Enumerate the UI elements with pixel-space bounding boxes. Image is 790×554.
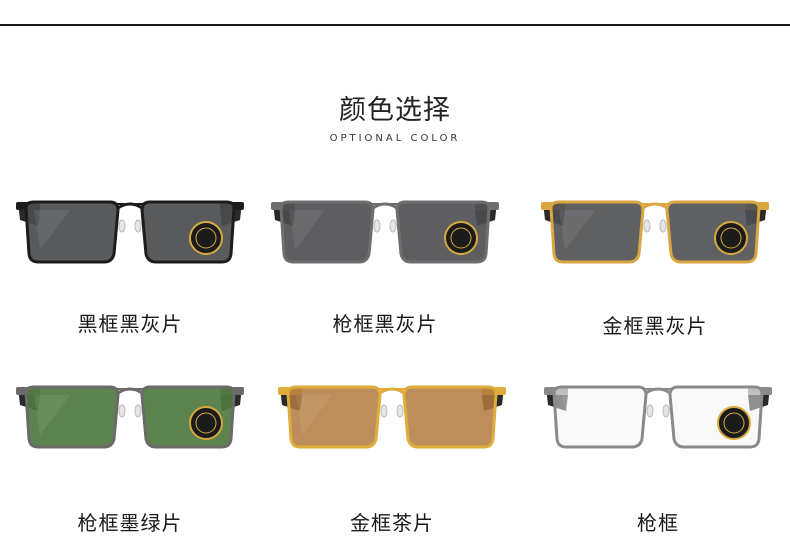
left-nose-pad (643, 219, 651, 233)
brand-sticker (714, 221, 748, 255)
left-lens (288, 387, 380, 447)
product-label-1: 枪框黑灰片 (332, 312, 438, 336)
left-sheen (289, 210, 325, 250)
left-nose-pad (646, 404, 654, 418)
sunglasses-image-5 (544, 385, 772, 449)
brand-sticker-ring (195, 412, 217, 434)
brand-sticker (189, 406, 223, 440)
left-nose-pad (373, 219, 381, 233)
left-sheen (34, 395, 70, 435)
brand-sticker (717, 406, 751, 440)
left-rim (552, 385, 648, 449)
right-rim (665, 200, 761, 264)
left-nose-pad (118, 219, 126, 233)
sunglasses-image-0 (16, 200, 244, 264)
top-divider (0, 24, 790, 26)
sunglasses-image-4 (278, 385, 506, 449)
left-lens (26, 387, 118, 447)
left-lens (554, 387, 646, 447)
right-lens (404, 387, 496, 447)
right-nose-pad (134, 219, 142, 233)
right-rim (402, 385, 498, 449)
left-sheen (559, 210, 595, 250)
brand-sticker-ring (450, 227, 472, 249)
product-label-2: 金框黑灰片 (602, 314, 708, 338)
left-lens (281, 202, 373, 262)
left-rim (279, 200, 375, 264)
left-sheen (562, 395, 598, 435)
product-card-1[interactable]: 枪框黑灰片 (265, 180, 505, 340)
brand-sticker-ring (723, 412, 745, 434)
product-card-2[interactable]: 金框黑灰片 (535, 180, 775, 340)
left-rim (549, 200, 645, 264)
product-label-5: 枪框 (637, 511, 679, 535)
section-subtitle: OPTIONAL COLOR (329, 133, 461, 144)
sunglasses-image-2 (541, 200, 769, 264)
right-rim (140, 200, 236, 264)
product-label-3: 枪框墨绿片 (77, 511, 183, 535)
section-title: 颜色选择 (339, 95, 451, 126)
brand-sticker (444, 221, 478, 255)
brand-sticker-ring (195, 227, 217, 249)
left-rim (24, 200, 120, 264)
product-card-0[interactable]: 黑框黑灰片 (10, 180, 250, 340)
left-rim (24, 385, 120, 449)
product-label-4: 金框茶片 (350, 511, 434, 535)
left-nose-pad (118, 404, 126, 418)
left-sheen (34, 210, 70, 250)
left-rim (286, 385, 382, 449)
product-label-0: 黑框黑灰片 (77, 312, 183, 336)
right-nose-pad (396, 404, 404, 418)
right-nose-pad (662, 404, 670, 418)
sunglasses-image-3 (16, 385, 244, 449)
left-lens (26, 202, 118, 262)
brand-sticker (189, 221, 223, 255)
product-card-4[interactable]: 金框茶片 (272, 365, 512, 535)
left-nose-pad (380, 404, 388, 418)
right-rim (668, 385, 764, 449)
right-rim (395, 200, 491, 264)
product-card-5[interactable]: 枪框 (538, 365, 778, 535)
right-nose-pad (134, 404, 142, 418)
left-lens (551, 202, 643, 262)
right-nose-pad (389, 219, 397, 233)
product-card-3[interactable]: 枪框墨绿片 (10, 365, 250, 535)
left-sheen (296, 395, 332, 435)
right-rim (140, 385, 236, 449)
right-nose-pad (659, 219, 667, 233)
sunglasses-image-1 (271, 200, 499, 264)
brand-sticker-ring (720, 227, 742, 249)
